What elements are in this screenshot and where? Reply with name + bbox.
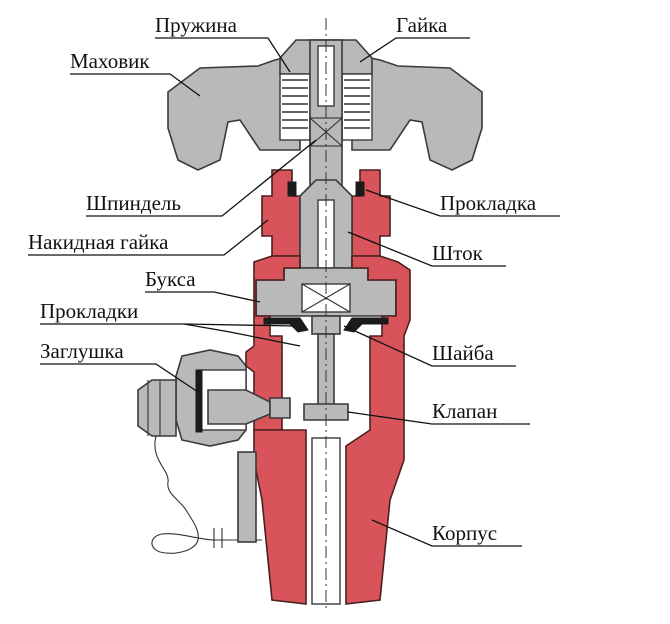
label-union-nut: Накидная гайка <box>28 219 269 256</box>
label-valve-text: Клапан <box>432 399 497 423</box>
label-union-nut-text: Накидная гайка <box>28 230 169 254</box>
label-washer: Шайба <box>343 325 516 367</box>
label-washer-text: Шайба <box>432 341 494 365</box>
label-gaskets-text: Прокладки <box>40 299 138 323</box>
union-nut <box>261 169 391 257</box>
label-spring-text: Пружина <box>155 13 238 37</box>
label-nut-text: Гайка <box>396 13 448 37</box>
label-handwheel: Маховик <box>70 49 201 97</box>
spring <box>279 73 373 141</box>
label-spring: Пружина <box>155 13 291 73</box>
label-spindle: Шпиндель <box>86 139 317 217</box>
label-nut: Гайка <box>359 13 470 63</box>
label-stem: Шток <box>347 231 506 267</box>
label-plug-text: Заглушка <box>40 339 124 363</box>
label-handwheel-text: Маховик <box>70 49 150 73</box>
label-gasket-text: Прокладка <box>440 191 537 215</box>
label-body-text: Корпус <box>432 521 497 545</box>
label-bushing-text: Букса <box>145 267 196 291</box>
label-stem-text: Шток <box>432 241 484 265</box>
valve-body <box>245 255 411 605</box>
label-bushing: Букса <box>145 267 261 303</box>
label-gaskets: Прокладки <box>40 299 301 347</box>
handwheel <box>167 52 483 171</box>
label-valve: Клапан <box>347 399 530 425</box>
label-gasket: Прокладка <box>365 189 560 217</box>
gaskets <box>263 317 389 333</box>
side-outlet <box>175 349 291 447</box>
label-plug: Заглушка <box>40 339 199 393</box>
label-body: Корпус <box>371 519 522 547</box>
plug <box>137 379 262 554</box>
label-spindle-text: Шпиндель <box>86 191 181 215</box>
